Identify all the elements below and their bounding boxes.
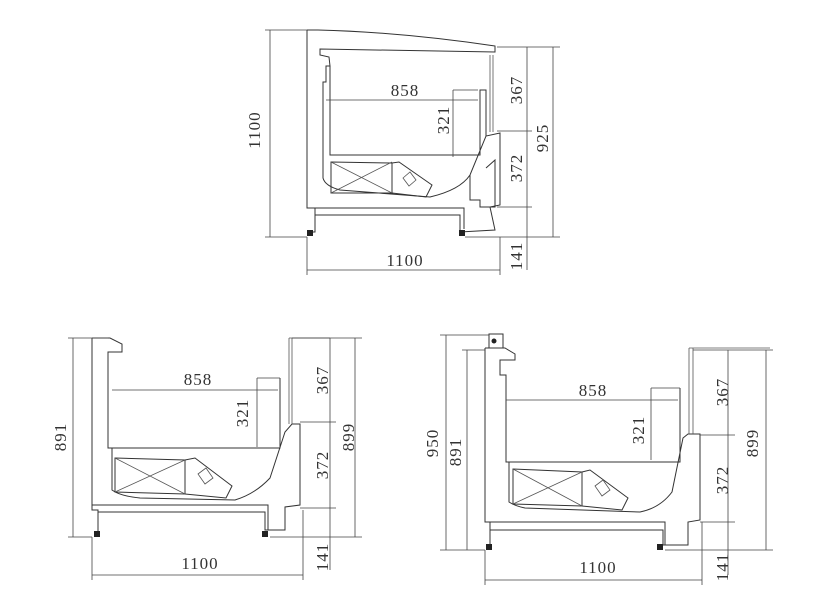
- dim-right-total: 899: [743, 429, 762, 458]
- dim-overall-height: 950: [423, 429, 442, 458]
- dim-width: 1100: [386, 251, 423, 270]
- dim-upper: 367: [313, 366, 332, 395]
- dim-total-height: 891: [51, 423, 70, 452]
- cabinet-outline: [484, 333, 770, 550]
- view-top: 1100 1100 858 321 367 372 141 925: [245, 29, 560, 275]
- dim-middle: 372: [313, 451, 332, 480]
- dimension-lines: [68, 337, 362, 580]
- foot-icon: [307, 230, 313, 236]
- cabinet-outline: [91, 337, 330, 537]
- dim-total-height: 1100: [245, 111, 264, 148]
- dim-base: 141: [713, 553, 732, 582]
- cabinet-outline: [306, 29, 501, 236]
- dim-base: 141: [507, 242, 526, 271]
- dim-upper: 367: [713, 378, 732, 407]
- dim-right-total: 925: [533, 124, 552, 153]
- dim-width: 1100: [181, 554, 218, 573]
- view-bottom-left: 891 1100 858 321 367 372 141 899: [51, 337, 362, 580]
- foot-icon: [486, 544, 492, 550]
- view-bottom-right: 950 891 1100 858 321 367 372 141 899: [423, 333, 773, 585]
- dimension-lines: [265, 29, 560, 275]
- foot-icon: [657, 544, 663, 550]
- dim-total-height: 891: [446, 438, 465, 467]
- dim-width: 1100: [579, 558, 616, 577]
- foot-icon: [94, 531, 100, 537]
- dim-inner-depth: 321: [629, 416, 648, 445]
- dim-inner-depth: 321: [434, 106, 453, 135]
- foot-icon: [459, 230, 465, 236]
- dim-inner-width: 858: [391, 81, 420, 100]
- dim-upper: 367: [507, 76, 526, 105]
- dim-middle: 372: [507, 154, 526, 183]
- dim-base: 141: [313, 543, 332, 572]
- dim-inner-width: 858: [579, 381, 608, 400]
- dim-middle: 372: [713, 466, 732, 495]
- dim-inner-width: 858: [184, 370, 213, 389]
- dimension-lines: [440, 334, 773, 585]
- foot-icon: [262, 531, 268, 537]
- dim-right-total: 899: [339, 423, 358, 452]
- dim-inner-depth: 321: [233, 399, 252, 428]
- control-knob-icon: [491, 338, 497, 344]
